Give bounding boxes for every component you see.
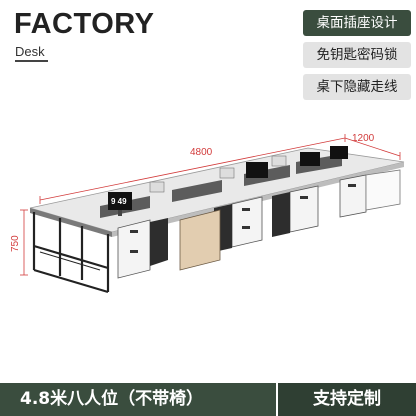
feature-tag-lock[interactable]: 免钥匙密码锁 bbox=[303, 42, 411, 68]
monitor-3 bbox=[300, 152, 320, 166]
dimension-length: 4800 bbox=[190, 147, 213, 158]
brand-subtitle: Desk bbox=[15, 44, 48, 62]
desk-product-image: 4800 1200 750 bbox=[10, 133, 405, 294]
dimension-depth: 1200 bbox=[352, 133, 375, 144]
feature-tag-socket[interactable]: 桌面插座设计 bbox=[303, 10, 411, 36]
desk-frame bbox=[32, 212, 110, 294]
monitor-4 bbox=[330, 146, 348, 159]
dimension-height: 750 bbox=[10, 235, 21, 252]
desk-accessories bbox=[149, 155, 287, 193]
feature-list: 桌面插座设计 免钥匙密码锁 桌下隐藏走线 bbox=[303, 10, 411, 106]
monitor: 9 49 bbox=[108, 192, 132, 216]
drawer-pedestals bbox=[117, 169, 401, 279]
footer-bar: 4.8米八人位（不带椅） 支持定制 bbox=[0, 383, 416, 416]
brand-title: FACTORY bbox=[14, 8, 155, 40]
customize-button[interactable]: 支持定制 bbox=[276, 383, 416, 416]
feature-tag-cable[interactable]: 桌下隐藏走线 bbox=[303, 74, 411, 100]
dimension-lines bbox=[20, 134, 401, 276]
monitor-2 bbox=[246, 162, 268, 178]
desk-top-edge bbox=[30, 208, 112, 237]
monitor-clock: 9 49 bbox=[111, 197, 127, 206]
product-spec-label: 4.8米八人位（不带椅） bbox=[0, 383, 276, 416]
